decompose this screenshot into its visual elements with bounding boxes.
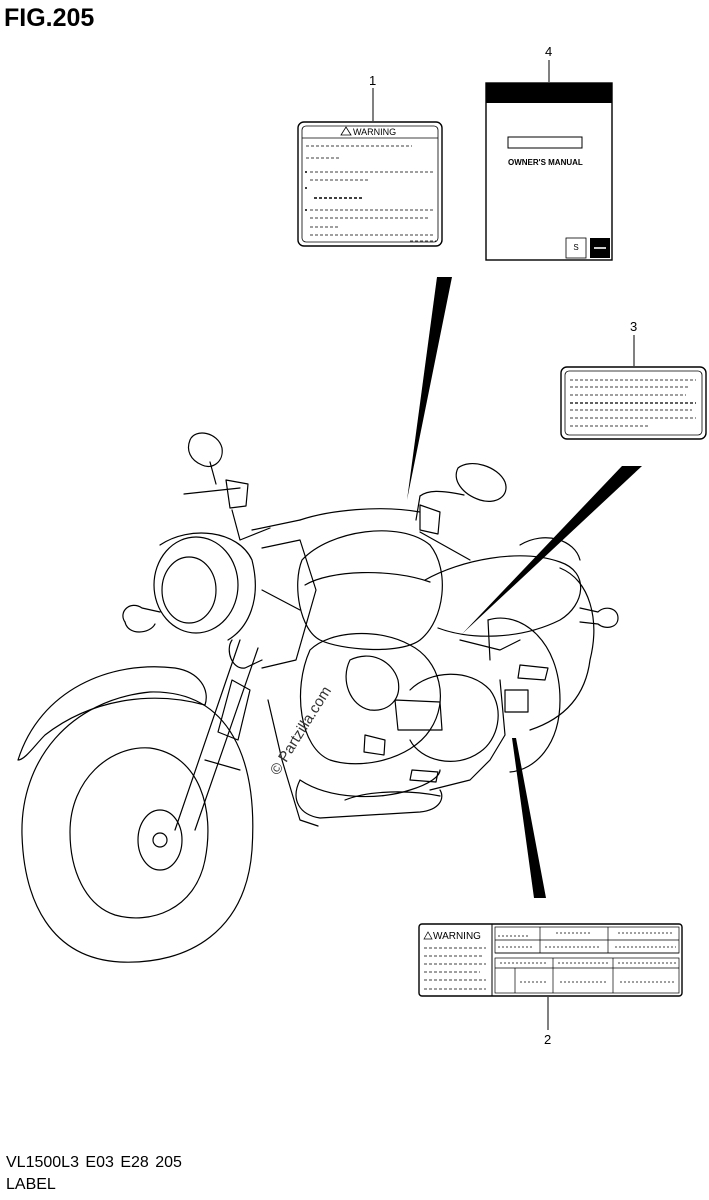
motorcycle-illustration — [17, 432, 619, 963]
part-4-owners-manual[interactable]: OWNER'S MANUAL S — [485, 82, 613, 261]
part-1-warning-label[interactable]: WARNING — [297, 121, 443, 247]
part-2-heading: WARNING — [433, 931, 481, 942]
part-1-heading: WARNING — [353, 127, 396, 137]
model-code: VL1500L3 E03 E28 205 — [6, 1154, 182, 1171]
callout-3: 3 — [630, 319, 637, 334]
figure-description: LABEL — [6, 1176, 56, 1193]
warning-triangle-icon — [340, 126, 352, 136]
manual-title: OWNER'S MANUAL — [508, 158, 583, 167]
leader-wedges — [407, 277, 642, 898]
warning-triangle-icon-2 — [423, 931, 433, 940]
callout-1: 1 — [369, 73, 376, 88]
callout-2: 2 — [544, 1032, 551, 1047]
part-3-info-label[interactable] — [560, 366, 707, 440]
figure-title: FIG.205 — [4, 4, 95, 32]
part-2-warning-table-label[interactable]: WARNING — [418, 923, 683, 997]
brand-logo-icon — [565, 237, 587, 259]
brand-logo-glyph: S — [573, 243, 578, 252]
callout-4: 4 — [545, 44, 552, 59]
